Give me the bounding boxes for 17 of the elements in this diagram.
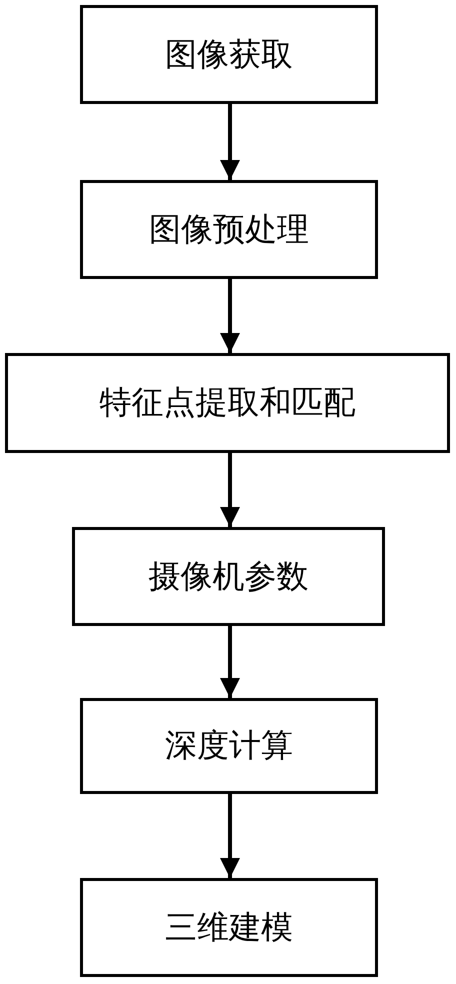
arrow <box>220 279 240 353</box>
process-box <box>72 527 385 626</box>
arrow <box>220 104 240 180</box>
process-box <box>80 878 378 977</box>
step-label: 三维建模 <box>165 908 293 946</box>
step-label: 特征点提取和匹配 <box>100 383 356 422</box>
arrow <box>220 794 240 878</box>
arrow <box>220 453 240 527</box>
arrow <box>220 626 240 698</box>
step-label: 图像预处理 <box>149 210 309 248</box>
process-box <box>80 5 378 104</box>
process-box <box>5 353 450 453</box>
step-label: 深度计算 <box>165 726 293 765</box>
step-label: 摄像机参数 <box>148 556 308 596</box>
process-box <box>80 180 378 279</box>
step-label: 图像获取 <box>165 34 293 74</box>
process-box <box>80 698 378 794</box>
